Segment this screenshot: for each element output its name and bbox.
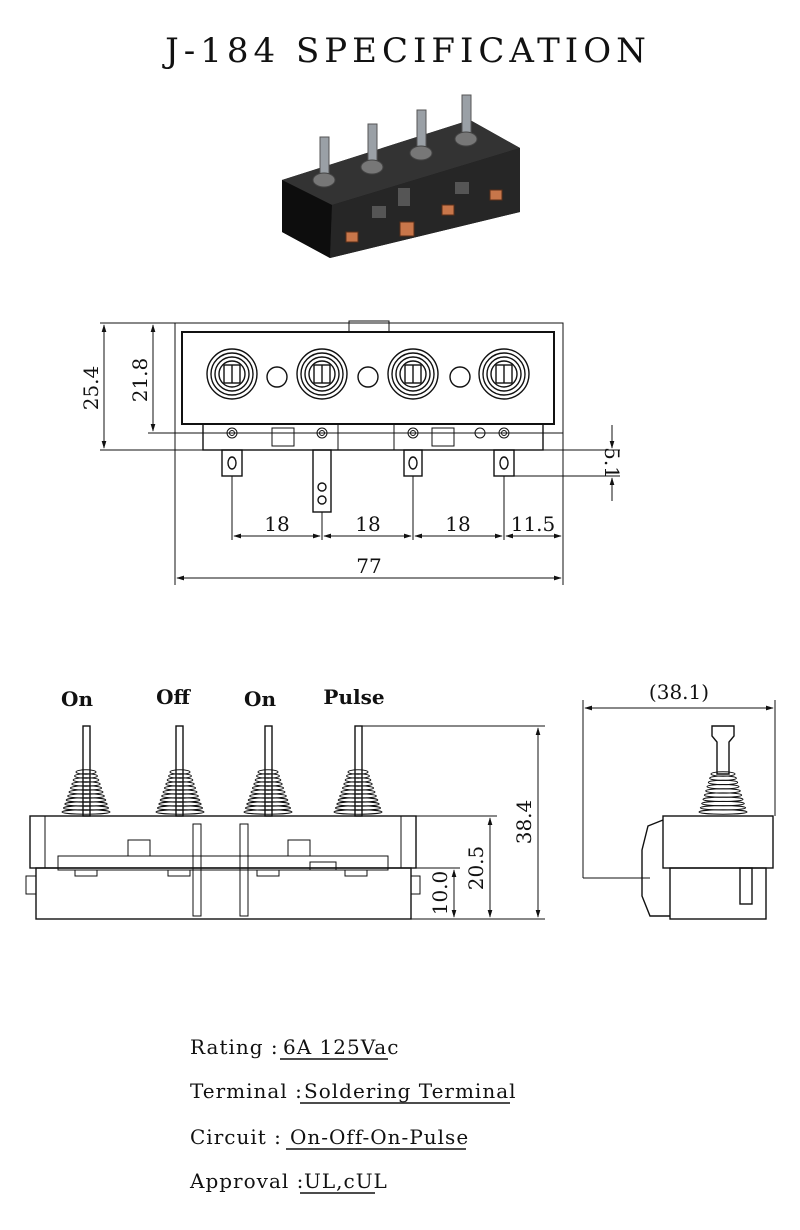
- spec-label-approval: Approval :: [189, 1169, 304, 1193]
- spec-value-rating: 6A 125Vac: [283, 1035, 399, 1059]
- dim-body-height: 20.5: [464, 846, 488, 891]
- page-title: J-184 SPECIFICATION: [162, 31, 651, 71]
- spring-coil: [333, 809, 383, 815]
- dim-total-height: 38.4: [512, 800, 536, 845]
- position-label-4: Pulse: [323, 685, 384, 709]
- dim-depth: (38.1): [649, 680, 709, 704]
- position-label-3: On: [244, 687, 276, 711]
- end-view-drawing: (38.1): [582, 680, 776, 920]
- position-label-1: On: [61, 687, 93, 711]
- spec-value-terminal: Soldering Terminal: [304, 1079, 517, 1103]
- spring-coil: [61, 809, 111, 815]
- dim-base-height: 10.0: [428, 871, 452, 916]
- dim-pitch-2: 18: [355, 512, 380, 536]
- dim-pitch-3: 18: [445, 512, 470, 536]
- spring-coil: [155, 809, 205, 815]
- spec-label-circuit: Circuit :: [190, 1125, 282, 1149]
- dim-total-width: 77: [356, 554, 381, 578]
- spring-coil: [243, 809, 293, 815]
- spec-label-terminal: Terminal :: [190, 1079, 303, 1103]
- spec-list: Rating : 6A 125Vac Terminal : Soldering …: [189, 1035, 517, 1194]
- dim-height-inner: 21.8: [128, 358, 152, 403]
- dim-pin-offset: 5.1: [600, 447, 624, 479]
- position-label-2: Off: [156, 685, 191, 709]
- spec-label-rating: Rating :: [190, 1035, 279, 1059]
- dim-edge: 11.5: [511, 512, 556, 536]
- dim-pitch-1: 18: [264, 512, 289, 536]
- product-photo: [282, 94, 520, 258]
- side-view-drawing: On Off On Pulse: [25, 685, 545, 920]
- spec-value-approval: UL,cUL: [304, 1169, 388, 1193]
- top-view-drawing: 25.4 21.8 5.1 18 18 18 11.5 77: [79, 320, 624, 585]
- spring-coil: [698, 809, 748, 815]
- spec-value-circuit: On-Off-On-Pulse: [290, 1125, 469, 1149]
- dim-height-outer: 25.4: [79, 366, 103, 411]
